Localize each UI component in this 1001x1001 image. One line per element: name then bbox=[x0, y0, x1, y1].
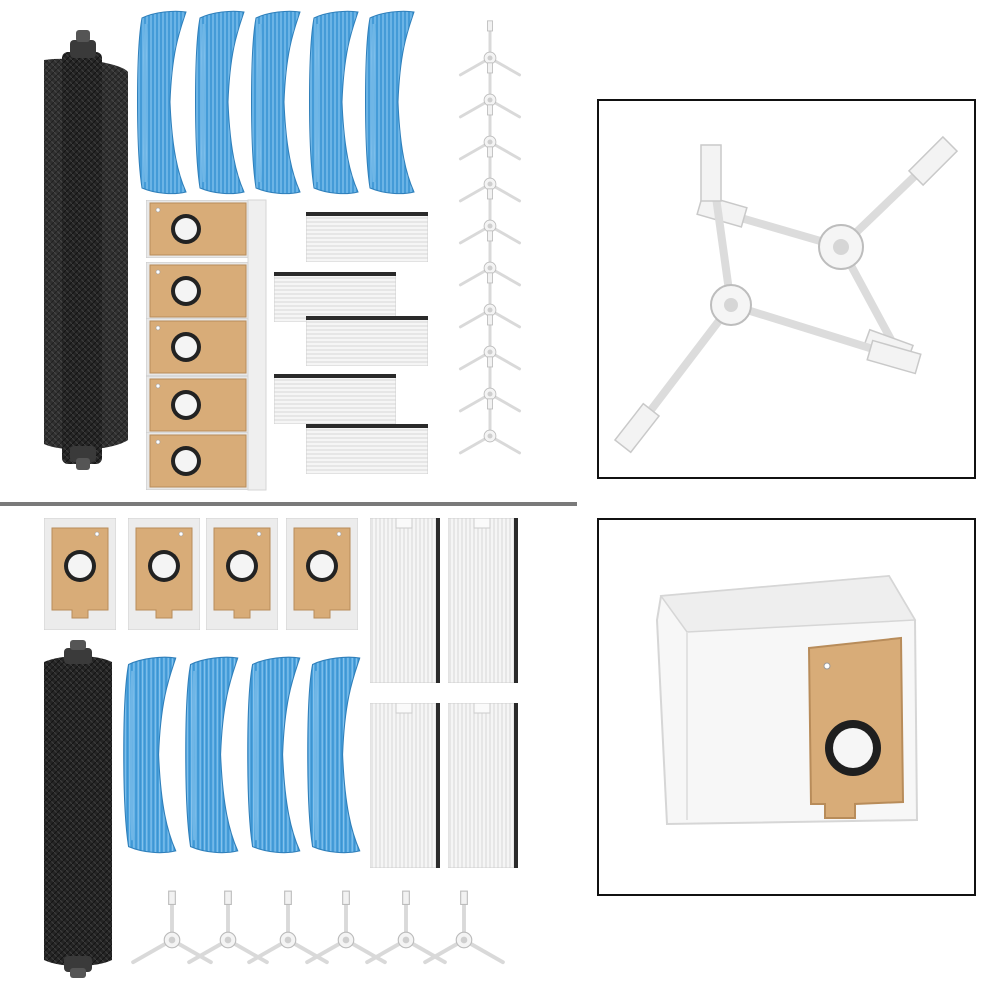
mop-pads-bottom bbox=[122, 655, 362, 855]
main-brush-roller-top bbox=[44, 30, 128, 470]
main-brush-roller-bottom bbox=[44, 640, 112, 978]
dust-bag-closeup bbox=[655, 574, 919, 826]
dust-bags-top bbox=[146, 199, 267, 491]
detail-frame-dust-bag bbox=[597, 518, 976, 896]
filters-top bbox=[274, 212, 428, 474]
side-brushes-bottom bbox=[133, 891, 503, 962]
side-brush-closeup bbox=[613, 135, 959, 454]
section-divider bbox=[0, 502, 577, 506]
mop-pads-top bbox=[136, 10, 416, 195]
dust-bags-bottom bbox=[44, 518, 358, 630]
filters-bottom bbox=[370, 518, 518, 868]
side-brushes-top bbox=[458, 20, 522, 455]
detail-frame-side-brushes bbox=[597, 99, 976, 479]
